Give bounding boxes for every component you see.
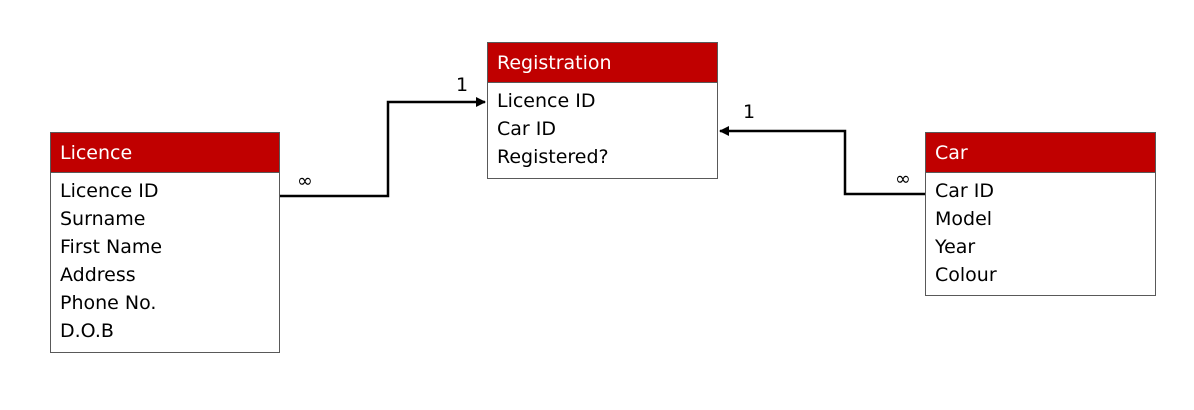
car-field: Model <box>935 208 993 230</box>
registration-field: Registered? <box>497 146 609 168</box>
licence-field: Surname <box>60 208 146 230</box>
connector-licence-registration <box>280 97 486 198</box>
licence-field: Licence ID <box>60 180 159 202</box>
licence-entity-title: Licence <box>51 133 279 173</box>
car-field: Year <box>935 236 976 258</box>
licence-field: First Name <box>60 236 163 258</box>
licence-field-list: Licence ID Surname First Name Address Ph… <box>51 173 279 345</box>
licence-entity: Licence Licence ID Surname First Name Ad… <box>50 132 280 353</box>
car-field-list: Car ID Model Year Colour <box>926 173 1155 289</box>
registration-field: Licence ID <box>497 90 596 112</box>
licence-field: Phone No. <box>60 292 157 314</box>
car-entity: Car Car ID Model Year Colour <box>925 132 1156 296</box>
car-field: Colour <box>935 264 997 286</box>
car-entity-title: Car <box>926 133 1155 173</box>
cardinality-registration-one-left: 1 <box>456 74 468 96</box>
cardinality-car-many: ∞ <box>895 168 911 190</box>
car-field: Car ID <box>935 180 994 202</box>
registration-entity-title: Registration <box>488 43 717 83</box>
cardinality-registration-one-right: 1 <box>743 101 755 123</box>
registration-entity: Registration Licence ID Car ID Registere… <box>487 42 718 179</box>
registration-field-list: Licence ID Car ID Registered? <box>488 83 717 171</box>
licence-field: D.O.B <box>60 320 114 342</box>
connector-car-registration <box>719 126 925 196</box>
cardinality-licence-many: ∞ <box>297 170 313 192</box>
licence-field: Address <box>60 264 136 286</box>
registration-field: Car ID <box>497 118 556 140</box>
